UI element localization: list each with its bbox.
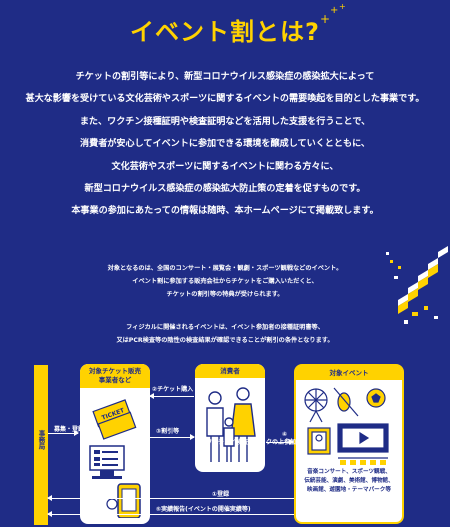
- intro-line: 消費者が安心してイベントに参加できる環境を醸成していくとともに、: [80, 139, 370, 150]
- seller-box: 対象チケット販売 事業者など TICKET: [80, 364, 150, 524]
- arrow-report-label: ⑤実績報告(イベントの開催実績等): [156, 506, 251, 513]
- purchase-arrow: [149, 393, 194, 399]
- register-label: 募集・登録: [54, 426, 85, 433]
- intro-line: 本事業の参加にあたっての情報は随時、本ホームページにて掲載致します。: [71, 206, 379, 217]
- arrow-register-label: ①登録: [212, 491, 230, 498]
- seller-title: 対象チケット販売 事業者など: [80, 364, 150, 388]
- intro-line: 新型コロナウイルス感染症の感染拡大防止策の定着を促すものです。: [84, 183, 366, 194]
- target-line: 対象となるのは、全国のコンサート・展覧会・観劇・スポーツ観戦などのイベント。: [107, 265, 343, 272]
- event-desc: 音楽コンサート、スポーツ観戦、 伝統芸能、演劇、美術館、博物館、 映画館、遊園地…: [296, 468, 402, 495]
- consumer-box: 消費者: [195, 364, 265, 472]
- event-box: 対象イベント: [294, 364, 404, 524]
- event-desc-line: 伝統芸能、演劇、美術館、博物館、: [304, 478, 394, 484]
- family-illustration: [206, 387, 256, 462]
- event-title: 対象イベント: [296, 366, 402, 380]
- arrow-check-num: ④: [282, 431, 288, 438]
- target-condition: フィジカルに開催されるイベントは、イベント参加者の接種証明書等、 又はPCR検査…: [0, 321, 450, 347]
- event-desc-line: 音楽コンサート、スポーツ観戦、: [307, 469, 391, 475]
- target-section: 対象となるのは、全国のコンサート・展覧会・観劇・スポーツ観戦などのイベント。 イ…: [0, 228, 450, 527]
- target-line: チケットの割引等の特典が受けられます。: [166, 291, 284, 298]
- event-register-arrow: [47, 495, 294, 501]
- report-arrow: [47, 511, 294, 517]
- intro-line: 文化芸術やスポーツに関するイベントに関わる方々に、: [111, 161, 339, 172]
- check-arrow: [266, 439, 294, 445]
- intro-section: イベント割とは? + + + チケットの割引等により、新型コロナウイルス感染症の…: [0, 0, 450, 228]
- office-label: 事務局: [36, 430, 46, 452]
- discount-arrow: [150, 434, 195, 440]
- page-title: イベント割とは?: [130, 18, 320, 46]
- sparkle-icon: +: [339, 2, 346, 11]
- consumer-title: 消費者: [195, 364, 265, 378]
- target-line: 又はPCR検査等の陰性の検査結果が確認できることが割引の条件となります。: [116, 337, 334, 344]
- office-text: 事務局: [37, 430, 45, 450]
- event-illustration: [304, 387, 389, 465]
- intro-line: チケットの割引等により、新型コロナウイルス感染症の感染拡大によって: [75, 72, 375, 82]
- office-bar: [34, 365, 48, 525]
- sparkle-icon: +: [330, 5, 339, 16]
- target-line: フィジカルに開催されるイベントは、イベント参加者の接種証明書等、: [126, 324, 324, 331]
- arrow-purchase-label: ②チケット購入: [152, 386, 194, 393]
- arrow-discount-label: ③割引等: [156, 428, 180, 435]
- target-desc: 対象となるのは、全国のコンサート・展覧会・観劇・スポーツ観戦などのイベント。 イ…: [0, 262, 450, 301]
- stairs-illustration: [386, 246, 448, 324]
- target-line: イベント割に参加する販売会社からチケットをご購入いただくと、: [132, 278, 318, 285]
- arrow-check-label: ワクチン／検査チェックの上参加: [206, 439, 297, 446]
- register-arrow: [48, 430, 79, 436]
- intro-line: 甚大な影響を受けている文化芸術やスポーツに関するイベントの需要喚起を目的とした事…: [25, 94, 425, 105]
- intro-line: また、ワクチン接種証明や検査証明などを活用した支援を行うことで、: [79, 116, 371, 127]
- seller-illustration: TICKET: [89, 399, 141, 518]
- event-desc-line: 映画館、遊園地・テーマパーク等: [307, 487, 391, 493]
- sparkle-icon: +: [320, 12, 331, 26]
- intro-paragraph: チケットの割引等により、新型コロナウイルス感染症の感染拡大によって 甚大な影響を…: [0, 66, 450, 223]
